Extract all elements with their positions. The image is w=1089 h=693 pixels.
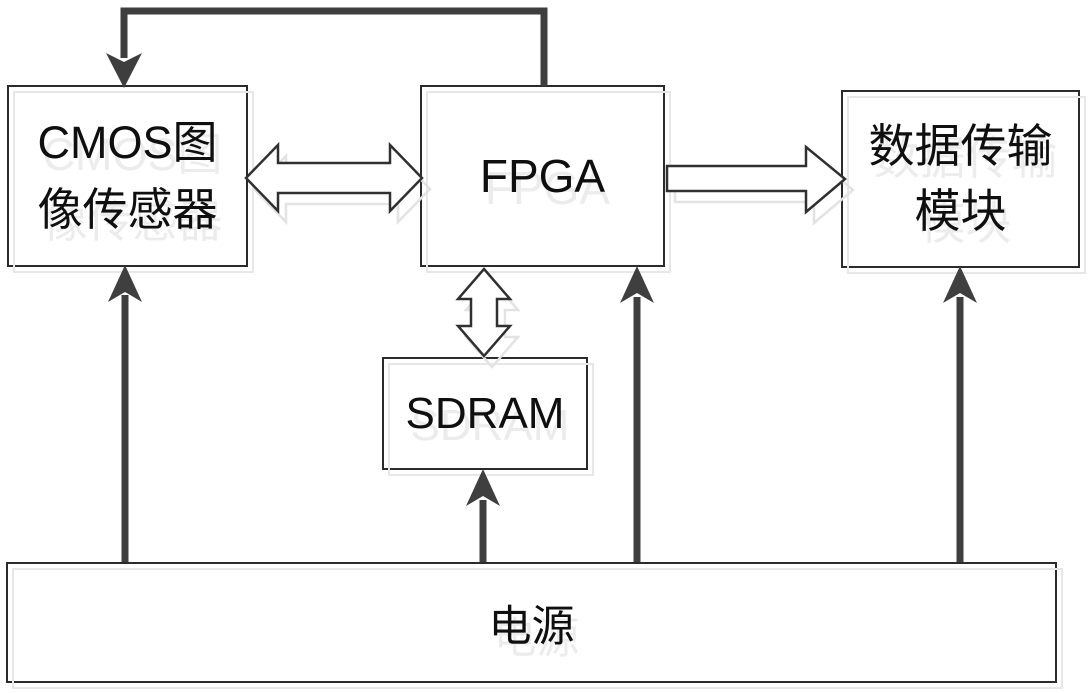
- block-label: 模块: [914, 186, 1007, 237]
- feedback-arrowhead-down-icon: [106, 53, 142, 88]
- fpga-sdram-double-arrow-icon: [455, 267, 513, 358]
- block-label: 电源: [488, 603, 575, 651]
- block-label: SDRAM: [405, 388, 565, 438]
- block-label: 像传感器: [37, 184, 218, 235]
- block-data-transfer-module: 数据传输 模块: [841, 90, 1086, 274]
- power-to-cmos-arrow: [108, 265, 142, 562]
- arrowhead-up-icon: [943, 266, 977, 303]
- feedback-line-fpga-to-cmos: [120, 7, 548, 86]
- cmos-fpga-double-arrow-icon: [244, 141, 424, 215]
- fpga-datatransfer-arrow-icon: [665, 144, 847, 215]
- block-label: CMOS图: [37, 117, 218, 168]
- block-cmos-image-sensor: CMOS图 像传感器: [7, 85, 254, 273]
- power-to-datatransfer-arrow: [943, 266, 977, 562]
- block-label: 数据传输: [868, 121, 1053, 172]
- block-fpga: FPGA: [420, 85, 671, 273]
- block-sdram: SDRAM: [382, 357, 594, 476]
- arrowhead-up-icon: [466, 469, 500, 506]
- power-to-sdram-arrow: [466, 469, 500, 562]
- arrowhead-up-icon: [108, 265, 142, 302]
- arrowhead-up-icon: [620, 266, 654, 303]
- block-label: FPGA: [479, 150, 606, 202]
- block-power-supply: 电源: [6, 562, 1063, 689]
- power-to-fpga-arrow: [620, 266, 654, 562]
